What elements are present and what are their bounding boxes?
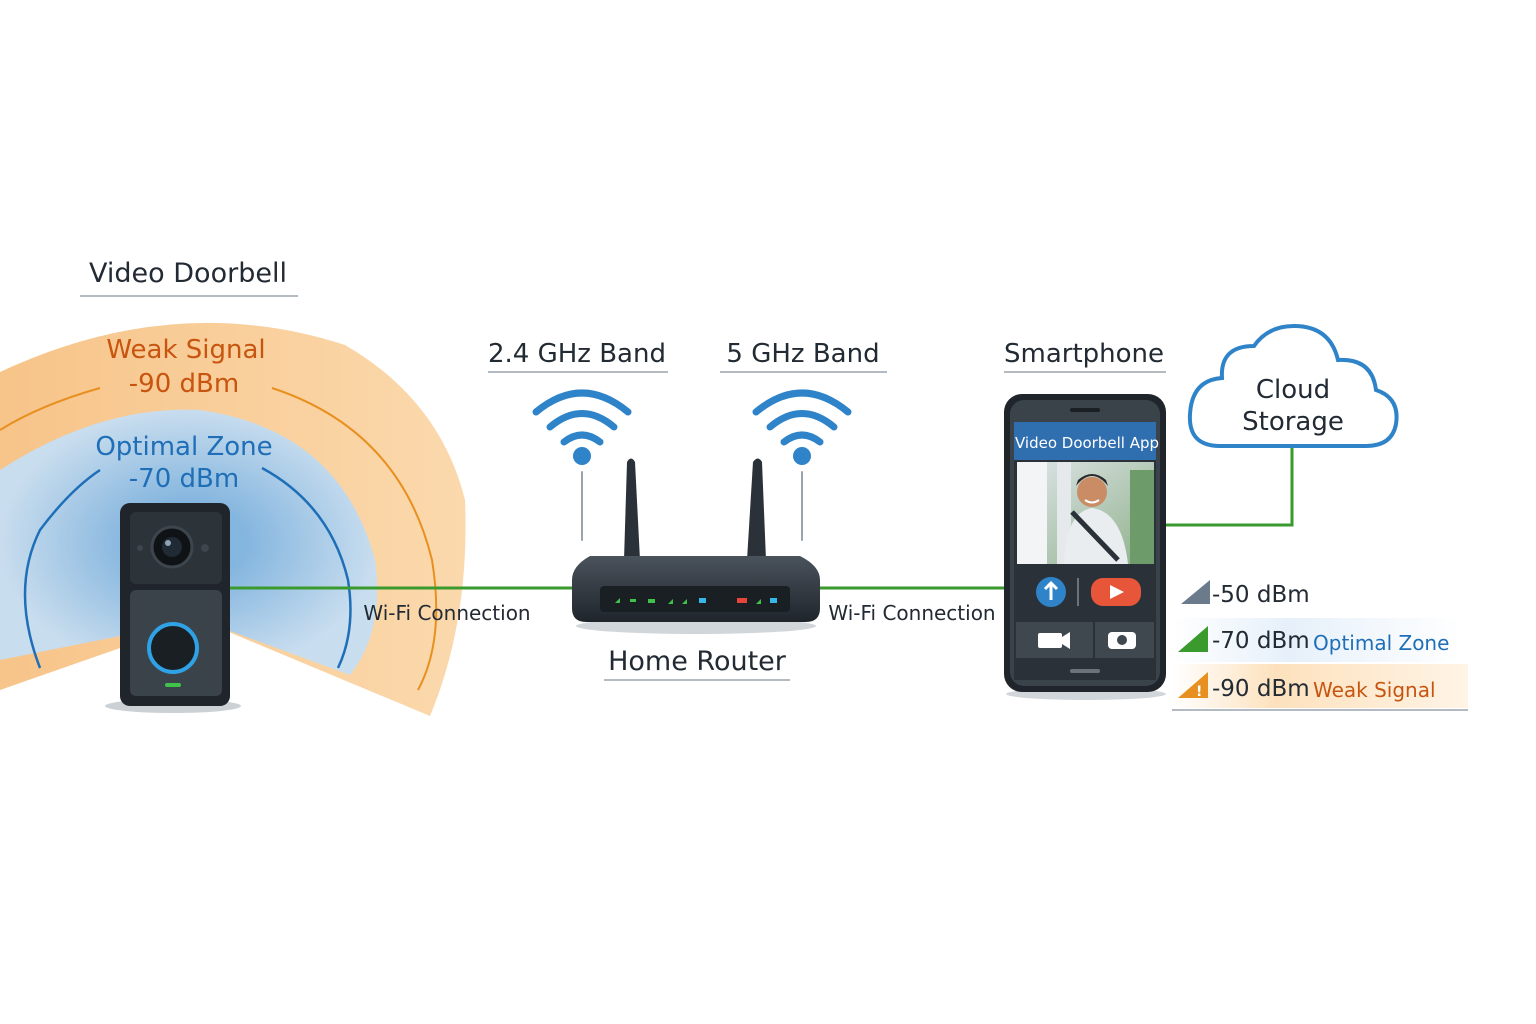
doorbell-button-icon [147, 622, 199, 674]
status-led-icon [165, 683, 181, 687]
legend-value-1: -50 dBm [1212, 582, 1310, 608]
legend-value-2: -70 dBm [1212, 628, 1310, 654]
legend-label-2: Optimal Zone [1313, 631, 1449, 655]
band-5-label: 5 GHz Band [726, 339, 879, 369]
app-title: Video Doorbell App [1015, 434, 1159, 452]
signal-strong-icon [1181, 580, 1210, 604]
video-camera-icon[interactable] [1038, 632, 1070, 649]
cloud-storage: Cloud Storage [1187, 323, 1399, 448]
video-feed [1017, 462, 1154, 564]
cloud-label-line2: Storage [1242, 407, 1344, 437]
router-title: Home Router [608, 646, 787, 677]
legend-label-3: Weak Signal [1313, 678, 1436, 702]
signal-legend: -50 dBm -70 dBm Optimal Zone ! -90 dBm W… [1172, 580, 1468, 711]
optimal-zone-label: Optimal Zone [95, 432, 272, 462]
wifi-icon-24 [532, 389, 632, 541]
left-link-label: Wi-Fi Connection [363, 601, 530, 625]
video-doorbell-device [105, 503, 241, 713]
camera-icon[interactable] [1108, 632, 1136, 649]
app-title-bar [1014, 422, 1156, 460]
optimal-zone-value: -70 dBm [129, 464, 239, 494]
legend-row-optimal-bg [1172, 618, 1462, 662]
wifi-icon-5 [752, 389, 852, 541]
signal-medium-icon [1178, 626, 1208, 652]
weak-zone-value: -90 dBm [129, 369, 239, 399]
cloud-icon [1187, 323, 1399, 448]
optimal-zone-arc-right [261, 466, 352, 669]
smartphone-title: Smartphone [1004, 339, 1164, 369]
home-router-device [572, 458, 820, 634]
antenna-icon-2 [747, 458, 766, 560]
legend-value-3: -90 dBm [1212, 676, 1310, 702]
optimal-zone-arc-left [23, 468, 101, 669]
antenna-icon [624, 458, 640, 560]
warning-mark: ! [1196, 684, 1202, 700]
weak-zone-label: Weak Signal [106, 335, 265, 365]
weak-zone-arc-left [0, 387, 101, 431]
cloud-label-line1: Cloud [1256, 375, 1330, 405]
legend-row-weak-bg [1172, 664, 1468, 708]
connection-lines [228, 448, 1294, 590]
smartphone-device: Video Doorbell App [1004, 394, 1166, 700]
phone-cloud-link [1166, 448, 1294, 527]
weak-zone-arc-right [271, 387, 438, 691]
doorbell-title: Video Doorbell [89, 258, 287, 289]
signal-weak-warning-icon [1178, 672, 1208, 698]
right-link-label: Wi-Fi Connection [828, 601, 995, 625]
band-24-label: 2.4 GHz Band [488, 339, 666, 369]
